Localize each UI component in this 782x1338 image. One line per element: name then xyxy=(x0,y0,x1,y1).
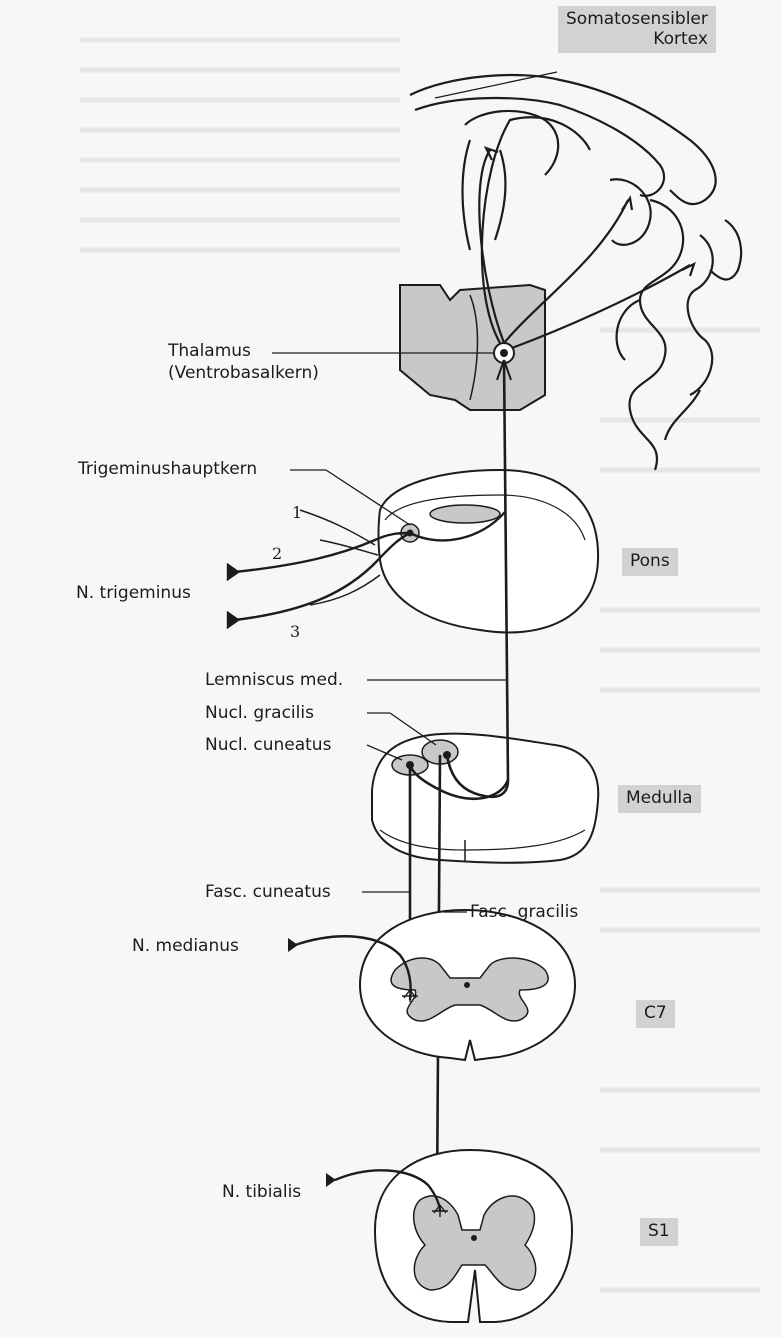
region-pons-label: Pons xyxy=(622,548,678,576)
n-tibialis-label: N. tibialis xyxy=(222,1184,301,1201)
n-medianus-label: N. medianus xyxy=(132,938,239,955)
thalamus-label: Thalamus (Ventrobasalkern) xyxy=(168,340,319,384)
s1-section xyxy=(326,1150,572,1322)
thalamus-drawing xyxy=(400,285,545,410)
trigeminus-branch-2: 2 xyxy=(272,544,282,563)
region-s1-label: S1 xyxy=(640,1218,678,1246)
background-text-lines xyxy=(80,40,760,1290)
fasc-gracilis-label: Fasc. gracilis xyxy=(470,904,578,921)
region-cortex-label: Somatosensibler Kortex xyxy=(558,6,716,53)
trigeminus-branch-1: 1 xyxy=(292,503,302,522)
fasc-cuneatus-label: Fasc. cuneatus xyxy=(205,884,331,901)
nucl-cuneatus-label: Nucl. cuneatus xyxy=(205,737,331,754)
trigeminushauptkern-label: Trigeminushauptkern xyxy=(78,461,257,478)
trigeminus-branch-3: 3 xyxy=(290,622,300,641)
region-medulla-label: Medulla xyxy=(618,785,701,813)
c7-section xyxy=(288,910,575,1060)
lemniscus-label: Lemniscus med. xyxy=(205,672,343,689)
region-c7-label: C7 xyxy=(636,1000,675,1028)
n-trigeminus-label: N. trigeminus xyxy=(76,585,191,602)
pons-drawing xyxy=(379,470,599,632)
nucl-gracilis-label: Nucl. gracilis xyxy=(205,705,314,722)
